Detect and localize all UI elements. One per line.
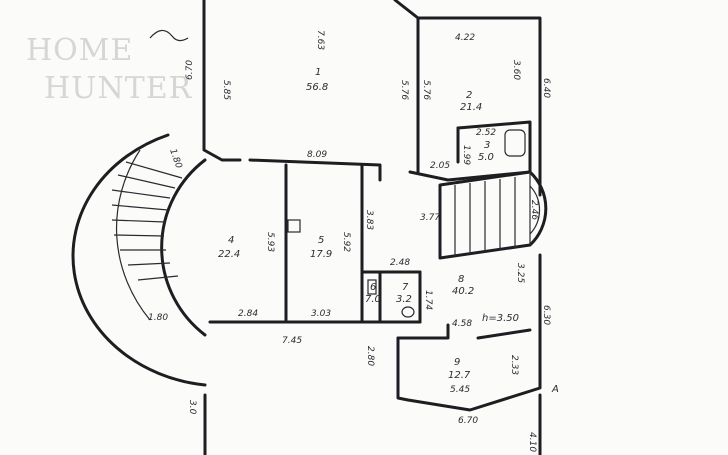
dim-3-77: 3.77 (420, 213, 440, 223)
dim-2-48: 2.48 (390, 258, 410, 268)
room-5-area: 17.9 (310, 249, 332, 260)
watermark-line1: HOME (26, 33, 133, 68)
dim-8-09: 8.09 (307, 150, 327, 160)
dim-5-76b: 5.76 (421, 80, 431, 100)
interior-walls (208, 120, 532, 324)
dim-5-85: 5.85 (221, 80, 231, 100)
right-stair (438, 170, 548, 260)
room-3-num: 3 (484, 140, 490, 151)
dim-2-80: 2.80 (365, 346, 375, 366)
dim-1-74: 1.74 (423, 290, 433, 310)
dim-2-52: 2.52 (476, 128, 496, 138)
bathtub (504, 129, 526, 157)
room-3-area: 5.0 (478, 152, 494, 163)
dim-6-30: 6.30 (541, 305, 551, 325)
room-7-num: 7 (402, 282, 409, 293)
dim-5-92: 5.92 (341, 232, 351, 252)
room-8-area: 40.2 (452, 286, 474, 297)
room-labels: 1 56.8 2 21.4 3 5.0 4 22.4 5 17.9 6 7.0 … (218, 67, 494, 381)
ceiling-height: h=3.50 (482, 313, 519, 324)
dim-2-84: 2.84 (238, 309, 258, 319)
room-1-num: 1 (315, 67, 321, 78)
room-7-area: 3.2 (396, 294, 412, 305)
dim-3-60: 3.60 (511, 60, 521, 80)
home-hunter-watermark: HOME HUNTER (26, 29, 193, 106)
fixtures (287, 129, 526, 318)
section-marker-a: A (551, 384, 559, 395)
dimension-labels: 6.70 5.85 7.63 4.22 5.76 5.76 3.60 6.40 … (148, 30, 559, 452)
dim-3-25: 3.25 (515, 263, 525, 283)
room-8-num: 8 (458, 274, 464, 285)
room-2-area: 21.4 (460, 102, 482, 113)
room-6-area: 7.0 (365, 294, 381, 305)
dim-5-45: 5.45 (450, 385, 470, 395)
dim-6-40: 6.40 (541, 78, 551, 98)
room-5-num: 5 (318, 235, 324, 246)
dim-4-58: 4.58 (452, 319, 472, 329)
room-1-area: 56.8 (306, 82, 328, 93)
dim-1-80a: 1.80 (167, 148, 183, 171)
watermark-ornament (149, 29, 189, 42)
dim-2-46: 2.46 (529, 200, 539, 220)
dim-2-33: 2.33 (509, 355, 519, 375)
outer-walls (202, 0, 542, 455)
dim-4-10: 4.10 (527, 432, 537, 452)
dim-6-70b: 6.70 (458, 416, 478, 426)
watermark-line2: HUNTER (44, 71, 193, 106)
room-4-area: 22.4 (218, 249, 240, 260)
dim-3-0: 3.0 (187, 400, 197, 415)
dim-3-03: 3.03 (311, 309, 331, 319)
dim-6-70: 6.70 (185, 60, 195, 80)
dim-1-99: 1.99 (461, 145, 471, 165)
room-4-num: 4 (228, 235, 234, 246)
dim-7-45: 7.45 (282, 336, 302, 346)
room-6-num: 6 (370, 282, 376, 293)
column-marker (287, 219, 301, 233)
dim-2-05: 2.05 (430, 161, 450, 171)
left-stair-tower (71, 133, 207, 387)
dim-4-22: 4.22 (455, 33, 475, 43)
dim-5-76a: 5.76 (399, 80, 409, 100)
dim-1-80b: 1.80 (148, 313, 168, 323)
room-9-num: 9 (454, 357, 460, 368)
room-2-num: 2 (466, 90, 472, 101)
dim-5-93: 5.93 (265, 232, 275, 252)
room-9-area: 12.7 (448, 370, 471, 381)
sink (367, 279, 377, 295)
toilet (401, 306, 415, 318)
dim-3-83: 3.83 (364, 210, 374, 230)
dim-7-63: 7.63 (315, 30, 325, 50)
